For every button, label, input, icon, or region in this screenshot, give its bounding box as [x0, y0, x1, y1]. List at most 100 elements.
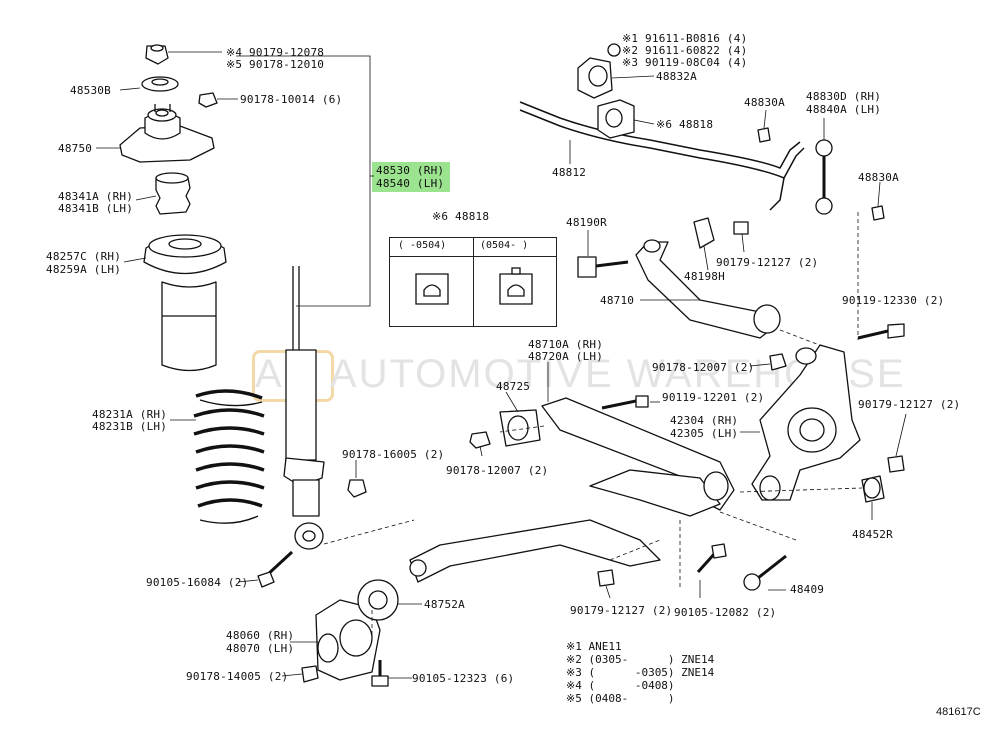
- part-label-48832a[interactable]: 48832A: [656, 70, 697, 83]
- part-label-48530b[interactable]: 48530B: [70, 84, 111, 97]
- footnote-4: ※4 ( -0408): [566, 679, 675, 692]
- part-label-48840a[interactable]: 48840A (LH): [806, 103, 882, 116]
- part-label-48540[interactable]: 48540 (LH): [376, 177, 445, 190]
- part-label-48070[interactable]: 48070 (LH): [226, 642, 295, 655]
- ball-joint-48190r[interactable]: [577, 256, 629, 278]
- part-label-48198h[interactable]: 48198H: [684, 270, 725, 283]
- dust-boot[interactable]: [161, 281, 217, 372]
- nut-90178-14005[interactable]: [301, 665, 319, 683]
- part-label-48259a[interactable]: 48259A (LH): [46, 263, 122, 276]
- bolt-48409[interactable]: [743, 554, 787, 591]
- suspension-support-48750[interactable]: [119, 104, 215, 163]
- highlight-shock-absorber[interactable]: [372, 162, 450, 192]
- part-label-90178-16005[interactable]: 90178-16005 (2): [342, 448, 445, 461]
- part-label-490179[interactable]: ※4 90179-12078: [226, 46, 325, 59]
- nut-90178-16005[interactable]: [347, 479, 367, 498]
- footnotes: ※1 ANE11 ※2 (0305- ) ZNE14 ※3 ( -0305) Z…: [566, 640, 714, 705]
- lower-arm-48710a[interactable]: [409, 397, 735, 583]
- part-label-90105-12323[interactable]: 90105-12323 (6): [412, 672, 515, 685]
- bushing-48725[interactable]: [499, 409, 541, 447]
- bolt-90105-12323[interactable]: [371, 660, 389, 687]
- part-label-48190r[interactable]: 48190R: [566, 216, 607, 229]
- nut-90179-12127-lower[interactable]: [597, 569, 615, 587]
- stabilizer-bar-48812[interactable]: [519, 101, 805, 211]
- part-label-90105-16084[interactable]: 90105-16084 (2): [146, 576, 249, 589]
- part-label-48231a[interactable]: 48231A (RH): [92, 408, 168, 421]
- part-label-48818-inset[interactable]: ※6 48818: [432, 210, 490, 223]
- part-label-42305[interactable]: 42305 (LH): [670, 427, 739, 440]
- spring-insulator-48257c[interactable]: [143, 234, 227, 275]
- part-label-48710a[interactable]: 48710A (RH): [528, 338, 604, 351]
- nut-90178-12007-upper[interactable]: [769, 353, 787, 371]
- coil-spring-48231[interactable]: [193, 389, 265, 524]
- part-label-48830a-1[interactable]: 48830A: [744, 96, 785, 109]
- part-label-90178-12007-a[interactable]: 90178-12007 (2): [652, 361, 755, 374]
- washer-48530b[interactable]: [141, 76, 179, 92]
- part-label-6-48818[interactable]: ※6 48818: [656, 118, 714, 131]
- bushing-48452r[interactable]: [861, 475, 885, 503]
- bracket-48832a[interactable]: [577, 57, 613, 99]
- footnote-5: ※5 (0408- ): [566, 692, 675, 705]
- nut-90178-12007[interactable]: [469, 431, 491, 449]
- part-label-48257c[interactable]: 48257C (RH): [46, 250, 122, 263]
- footnote-2: ※2 (0305- ) ZNE14: [566, 653, 715, 666]
- part-label-90178-10014[interactable]: 90178-10014 (6): [240, 93, 343, 106]
- steering-knuckle-42304[interactable]: [751, 344, 861, 501]
- part-label-48341b[interactable]: 48341B (LH): [58, 202, 134, 215]
- bolt-90105-12082[interactable]: [696, 543, 727, 574]
- part-label-90119-12330[interactable]: 90119-12330 (2): [842, 294, 945, 307]
- part-label-90179-12127-b[interactable]: 90179-12127 (2): [858, 398, 961, 411]
- part-label-48720a[interactable]: 48720A (LH): [528, 350, 604, 363]
- part-label-48341a[interactable]: 48341A (RH): [58, 190, 134, 203]
- inset-col-2: (0504- ): [480, 240, 529, 251]
- part-label-48530[interactable]: 48530 (RH): [376, 164, 445, 177]
- part-label-48752a[interactable]: 48752A: [424, 598, 465, 611]
- part-label-48710[interactable]: 48710: [600, 294, 635, 307]
- part-label-90179-12127-a[interactable]: 90179-12127 (2): [716, 256, 819, 269]
- part-label-90119-12201[interactable]: 90119-12201 (2): [662, 391, 765, 404]
- part-label-90105-12082[interactable]: 90105-12082 (2): [674, 606, 777, 619]
- part-label-48830a-2[interactable]: 48830A: [858, 171, 899, 184]
- part-label-42304[interactable]: 42304 (RH): [670, 414, 739, 427]
- bolt-90119-12201[interactable]: [601, 395, 649, 410]
- part-label-48750[interactable]: 48750: [58, 142, 93, 155]
- nut-90178-10014[interactable]: [198, 92, 218, 108]
- shock-absorber-48530[interactable]: [283, 266, 325, 550]
- inset-divider: [473, 238, 474, 326]
- stabilizer-bushing-48818[interactable]: [597, 99, 635, 139]
- bolt-90105-16084[interactable]: [257, 550, 294, 588]
- footnote-3: ※3 ( -0305) ZNE14: [566, 666, 715, 679]
- part-label-90179-12127-c[interactable]: 90179-12127 (2): [570, 604, 673, 617]
- upper-arm-48710[interactable]: [635, 239, 781, 339]
- nut-90179-12127-upper[interactable]: [733, 221, 749, 235]
- part-label-48409[interactable]: 48409: [790, 583, 825, 596]
- nut-48830a-upper[interactable]: [757, 127, 771, 143]
- reference-marker-b: [607, 43, 621, 57]
- bushing-48752a[interactable]: [357, 579, 399, 621]
- part-label-590178[interactable]: ※5 90178-12010: [226, 58, 325, 71]
- bolt-90119-12330[interactable]: [857, 323, 905, 340]
- bump-stopper-48341[interactable]: [155, 172, 191, 215]
- top-nut[interactable]: [145, 44, 169, 65]
- arm-bracket-48060[interactable]: [315, 599, 381, 681]
- footnote-1: ※1 ANE11: [566, 640, 622, 653]
- part-label-48452r[interactable]: 48452R: [852, 528, 893, 541]
- part-label-48725[interactable]: 48725: [496, 380, 531, 393]
- nut-90179-12127-knuckle[interactable]: [887, 455, 905, 473]
- part-label-48812[interactable]: 48812: [552, 166, 587, 179]
- part-label-91611-b0816[interactable]: ※1 91611-B0816 (4): [622, 32, 748, 45]
- nut-48830a-lower[interactable]: [871, 205, 885, 221]
- part-label-90119-08c04[interactable]: ※3 90119-08C04 (4): [622, 56, 748, 69]
- bushing-48198h[interactable]: [693, 217, 715, 249]
- part-label-48060[interactable]: 48060 (RH): [226, 629, 295, 642]
- part-label-91611-60822[interactable]: ※2 91611-60822 (4): [622, 44, 748, 57]
- part-label-90178-12007-b[interactable]: 90178-12007 (2): [446, 464, 549, 477]
- diagram-code: 481617C: [936, 706, 981, 718]
- inset-col-1: ( -0504): [398, 240, 447, 251]
- part-label-48231b[interactable]: 48231B (LH): [92, 420, 168, 433]
- stabilizer-link-48830d[interactable]: [815, 139, 833, 215]
- part-label-90178-14005[interactable]: 90178-14005 (2): [186, 670, 289, 683]
- part-label-48830d[interactable]: 48830D (RH): [806, 90, 882, 103]
